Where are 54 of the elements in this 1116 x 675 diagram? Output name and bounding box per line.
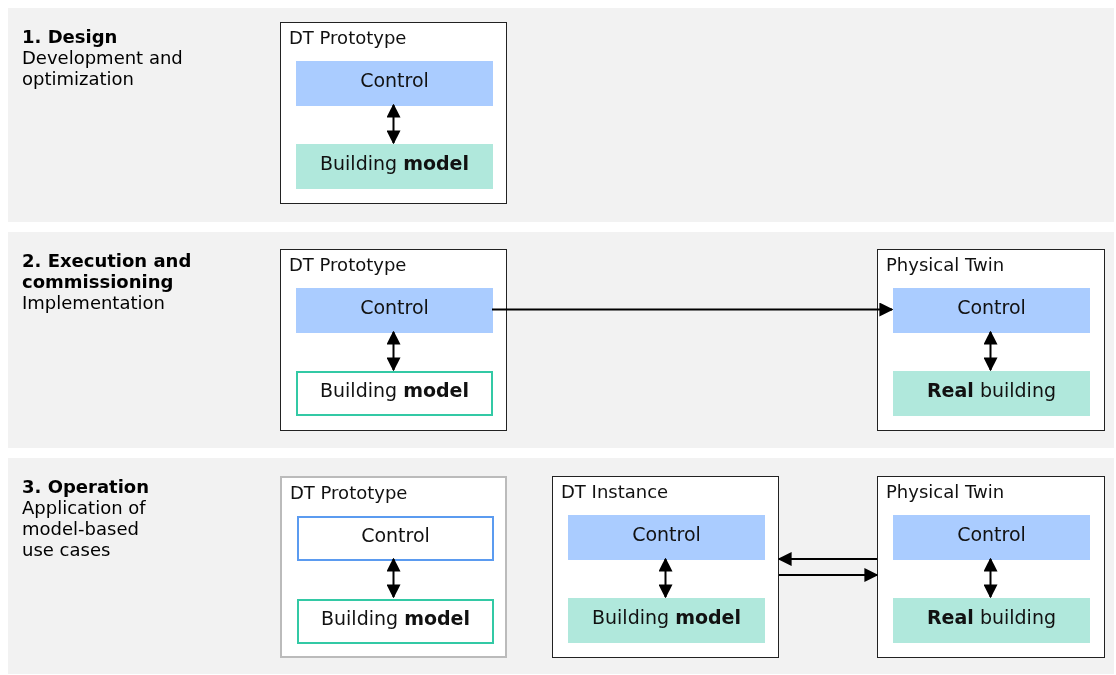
twin-frame [552, 476, 779, 658]
double-arrow [386, 557, 401, 599]
frame-title: DT Prototype [290, 482, 408, 503]
arrow [778, 568, 879, 582]
stage-description: Development and optimization [22, 47, 184, 89]
building-box [296, 144, 493, 189]
building-box [296, 371, 493, 416]
building-box [893, 371, 1090, 416]
frame-title: Physical Twin [886, 481, 1005, 502]
box-label: Building model [321, 606, 470, 629]
control-box [568, 515, 765, 560]
arrow [777, 552, 878, 566]
stage-panel [8, 458, 1114, 674]
stage-description: Application of model-based use cases [22, 497, 147, 560]
arrow [491, 302, 894, 317]
double-arrow [386, 103, 401, 145]
control-box [297, 516, 494, 561]
stage-heading: 1. Design [22, 26, 119, 47]
box-label: Control [632, 522, 701, 545]
box-label: Building model [320, 151, 469, 174]
box-label: Real building [927, 378, 1056, 401]
frame-title: DT Instance [561, 481, 669, 502]
twin-frame [280, 22, 507, 204]
stage-heading: 3. Operation [22, 476, 150, 497]
twin-frame [877, 249, 1105, 431]
frame-title: DT Prototype [289, 27, 407, 48]
twin-frame [877, 476, 1105, 658]
box-label: Control [957, 522, 1026, 545]
building-box [297, 599, 494, 644]
control-box [296, 61, 493, 106]
stage-description: Implementation [22, 292, 166, 313]
box-label: Control [360, 68, 429, 91]
building-box [568, 598, 765, 643]
box-label: Control [360, 295, 429, 318]
control-box [893, 288, 1090, 333]
double-arrow [386, 330, 401, 372]
box-label: Building model [320, 378, 469, 401]
box-label: Control [957, 295, 1026, 318]
twin-frame [280, 249, 507, 431]
stage-panel [8, 232, 1114, 448]
box-label: Control [361, 523, 430, 546]
frame-title: DT Prototype [289, 254, 407, 275]
stage-heading: 2. Execution and commissioning [22, 250, 193, 292]
box-label: Real building [927, 605, 1056, 628]
twin-frame [280, 476, 507, 658]
double-arrow [658, 557, 673, 599]
control-box [893, 515, 1090, 560]
frame-title: Physical Twin [886, 254, 1005, 275]
double-arrow [983, 557, 998, 599]
control-box [296, 288, 493, 333]
box-label: Building model [592, 605, 741, 628]
double-arrow [983, 330, 998, 372]
building-box [893, 598, 1090, 643]
stage-panel [8, 8, 1114, 222]
